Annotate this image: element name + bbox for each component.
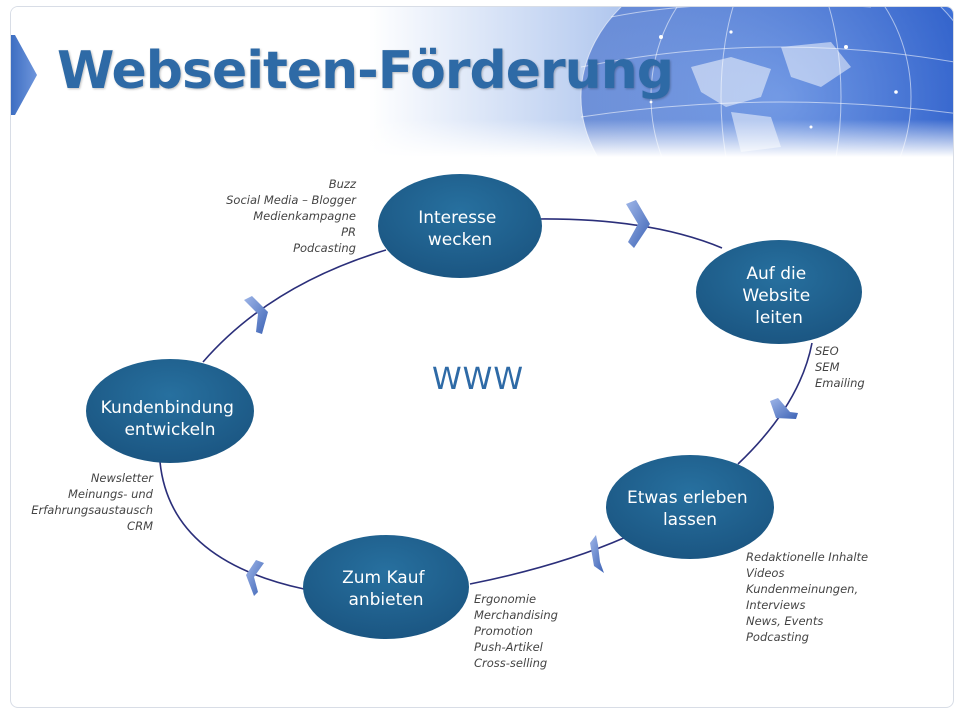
page-title: Webseiten-Förderung [57,41,674,101]
node-label-line: Etwas erleben [627,488,748,508]
annotation-line: Erfahrungsaustausch [31,503,153,517]
node-label-line: Website [742,286,810,306]
annotation-line: Buzz [328,177,356,191]
cycle-arrow-icon [590,535,604,573]
annotation-line: PR [341,225,356,239]
node-label-line: Interesse [418,208,496,228]
annotation-kauf: Ergonomie Merchandising Promotion Push-A… [474,591,558,671]
annotation-line: Interviews [746,598,806,612]
annotation-interesse: Buzz Social Media – Blogger Medienkampag… [226,176,356,256]
node-kauf-anbieten: Zum Kauf anbieten [303,535,469,639]
cycle-arrow-icon [244,296,268,334]
svg-text:Etwas erleben lassen: Etwas erleben lassen [627,488,753,530]
node-label-line: wecken [428,230,492,250]
node-label-line: leiten [755,308,803,328]
annotation-website: SEO SEM Emailing [815,343,865,391]
slide: Webseiten-Förderung [10,6,954,708]
annotation-line: Meinungs- und [67,487,153,501]
node-label-line: Kundenbindung [101,398,234,418]
title-accent-tab [11,35,37,115]
annotation-line: Podcasting [293,241,356,255]
annotation-line: SEM [815,360,840,374]
cycle-arrow-icon [770,398,798,419]
annotation-line: Kundenmeinungen, [746,582,859,596]
cycle-arrow-icon [246,560,264,596]
svg-text:Zum Kauf anbieten: Zum Kauf anbieten [342,568,430,610]
node-label-line: entwickeln [124,420,215,440]
node-label-line: Auf die [746,264,806,284]
node-interesse-wecken: Interesse wecken [378,174,542,278]
node-kundenbindung-entwickeln: Kundenbindung entwickeln [86,359,254,463]
center-label: WWW [432,362,524,397]
annotation-line: Promotion [474,624,533,638]
annotation-kundenbindung: Newsletter Meinungs- und Erfahrungsausta… [31,470,153,534]
node-label-line: lassen [663,510,717,530]
annotation-line: Podcasting [746,630,809,644]
svg-text:Kundenbindung entwickeln: Kundenbindung entwickeln [101,398,240,440]
cycle-arrow-icon [626,200,650,248]
annotation-line: News, Events [746,614,824,628]
annotation-line: Videos [746,566,785,580]
annotation-line: Merchandising [474,608,558,622]
node-website-leiten: Auf die Website leiten [696,240,862,344]
annotation-line: CRM [127,519,153,533]
svg-text:Auf die Website le: Auf die Website leiten [742,264,815,328]
annotation-erleben: Redaktionelle Inhalte Videos Kundenmeinu… [746,549,868,645]
svg-text:Interesse wecken: Interesse wecken [418,208,502,250]
annotation-line: Ergonomie [474,592,537,606]
cycle-ring [159,218,813,590]
annotation-line: Cross-selling [474,656,548,670]
annotation-line: SEO [815,344,839,358]
annotation-line: Newsletter [90,471,153,485]
annotation-line: Emailing [815,376,865,390]
node-label-line: Zum Kauf [342,568,425,588]
annotation-line: Medienkampagne [253,209,356,223]
header-banner-globe [11,7,953,157]
annotation-line: Redaktionelle Inhalte [746,550,869,564]
node-erleben-lassen: Etwas erleben lassen [606,455,774,559]
annotation-line: Push-Artikel [474,640,543,654]
node-label-line: anbieten [348,590,423,610]
annotation-line: Social Media – Blogger [226,193,356,207]
